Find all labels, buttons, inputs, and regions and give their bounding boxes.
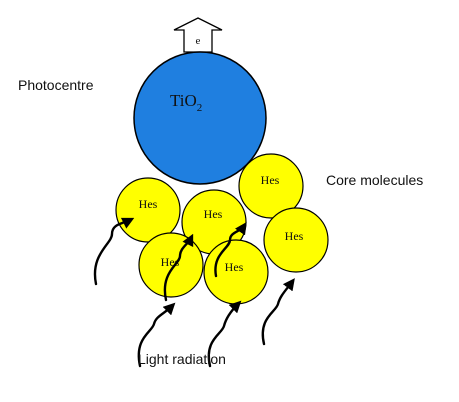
light-ray-arrow xyxy=(137,302,176,368)
electron-arrow-shape xyxy=(173,17,223,53)
core-molecules: Hes Hes Hes Hes Hes Hes xyxy=(115,153,329,305)
hes-label: Hes xyxy=(285,229,304,243)
tio2-formula-subscript: 2 xyxy=(197,102,203,114)
light-ray-arrow xyxy=(93,217,135,286)
electron-label: e xyxy=(196,35,201,47)
hes-molecule: Hes xyxy=(263,207,329,273)
hes-label: Hes xyxy=(204,207,223,221)
light-radiation-arrows xyxy=(93,217,295,368)
electron-emission-arrow: e xyxy=(173,17,223,53)
hes-label: Hes xyxy=(225,260,244,274)
hes-circle xyxy=(263,207,329,273)
hes-molecule: Hes xyxy=(238,153,304,219)
tio2-formula-base: TiO xyxy=(170,91,197,110)
tio2-formula: TiO2 xyxy=(170,91,202,114)
tio2-sphere xyxy=(133,51,267,185)
hes-molecule: Hes xyxy=(203,239,269,305)
hes-label: Hes xyxy=(261,173,280,187)
light-ray-arrow xyxy=(207,300,242,368)
light-ray-arrow xyxy=(214,222,247,278)
hes-circle xyxy=(238,153,304,219)
hes-molecule: Hes xyxy=(138,232,204,298)
hes-circle xyxy=(138,232,204,298)
light-ray-arrow xyxy=(163,233,194,302)
light-radiation-label: Light radiation xyxy=(138,351,226,367)
hes-molecule: Hes xyxy=(115,177,181,243)
light-ray-arrow xyxy=(261,278,295,346)
hes-label: Hes xyxy=(139,197,158,211)
tio2-photocentre: TiO2 xyxy=(133,51,267,185)
photocentre-label: Photocentre xyxy=(18,77,94,93)
core-molecules-label: Core molecules xyxy=(326,172,423,188)
